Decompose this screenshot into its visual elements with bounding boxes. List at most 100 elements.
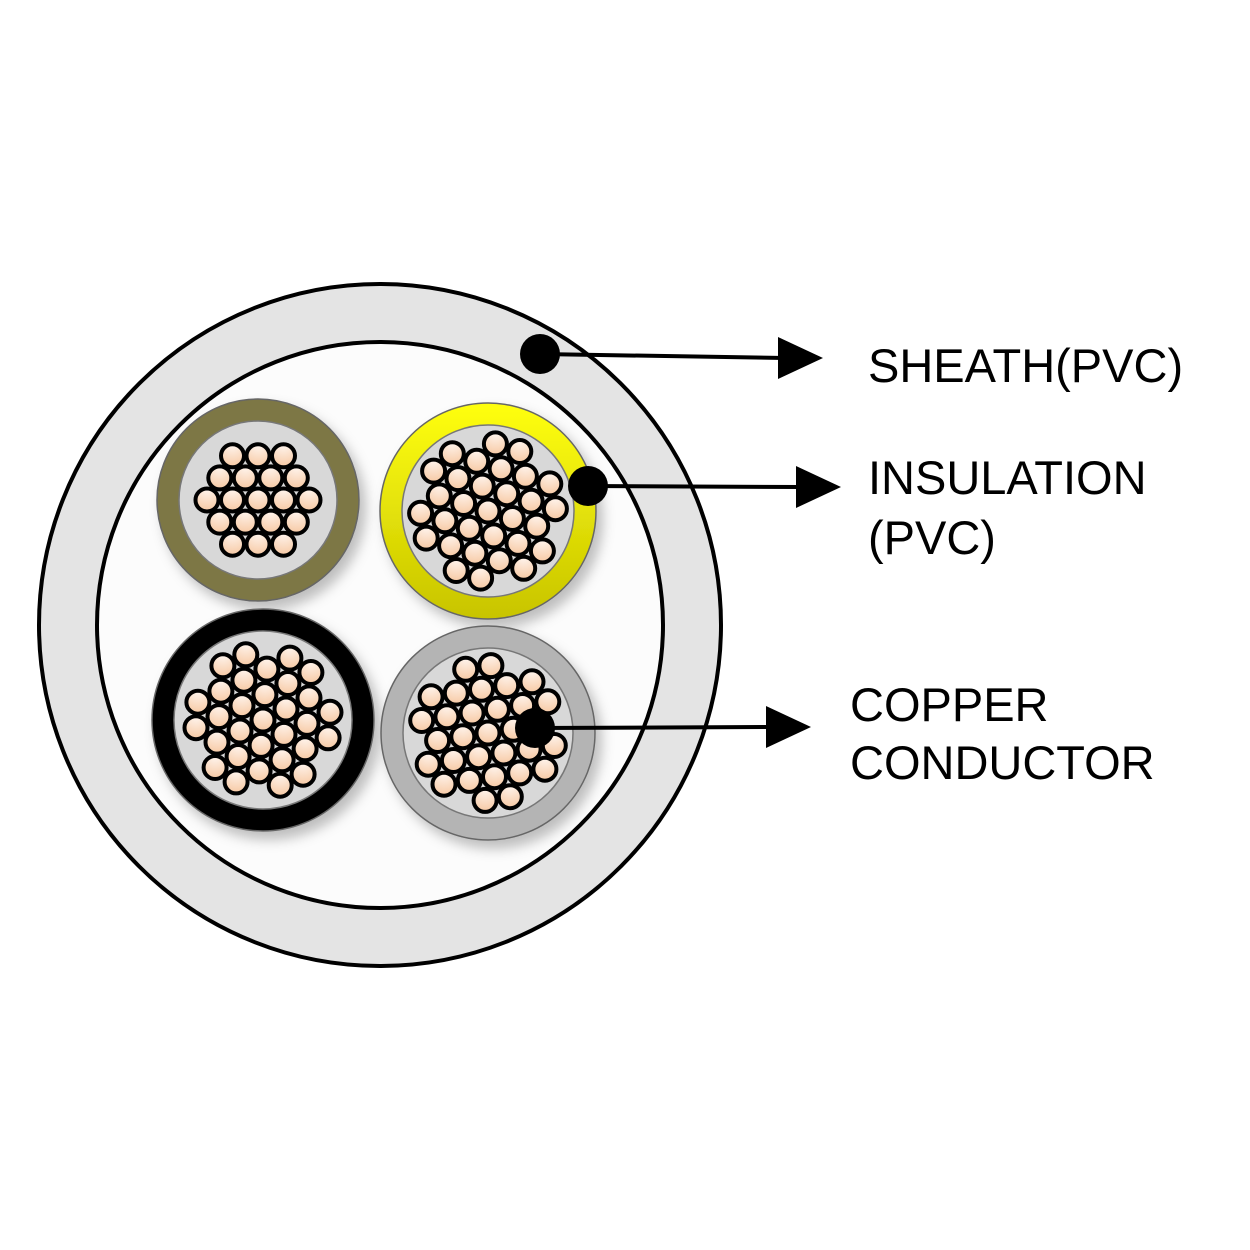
copper-strand	[282, 464, 310, 492]
copper-strand	[270, 530, 297, 558]
copper-strand	[452, 655, 480, 683]
copper-strand	[517, 487, 545, 515]
copper-strand	[465, 743, 493, 771]
copper-strand	[425, 482, 453, 510]
copper-strand	[414, 750, 442, 778]
copper-strand	[487, 455, 515, 483]
copper-strand	[424, 727, 452, 754]
copper-strand	[314, 724, 342, 752]
core-yellow	[379, 402, 597, 620]
copper-strand	[433, 703, 461, 731]
copper-strand	[483, 695, 511, 723]
copper-strand	[498, 505, 526, 532]
copper-strand	[231, 464, 259, 492]
copper-strand	[266, 771, 294, 799]
copper-strand	[232, 641, 260, 669]
core-gray	[380, 625, 596, 841]
label-insulation-pvc: (PVC)	[868, 511, 996, 564]
copper-strand	[274, 670, 302, 697]
copper-strand	[257, 464, 285, 492]
copper-strand	[458, 699, 486, 727]
label-sheath: SHEATH(PVC)	[868, 339, 1184, 392]
copper-strand	[219, 530, 246, 558]
copper-strand	[193, 486, 221, 514]
copper-strand	[439, 747, 467, 774]
copper-strand	[518, 668, 546, 696]
copper-strand	[468, 675, 495, 703]
copper-strand	[477, 652, 505, 680]
copper-strand	[463, 447, 491, 475]
copper-strand	[272, 695, 300, 723]
leader-sheath	[520, 334, 823, 379]
copper-strand	[206, 464, 234, 492]
copper-strand	[206, 508, 234, 536]
copper-strand	[270, 720, 298, 748]
copper-strand	[496, 783, 524, 811]
copper-strand	[442, 679, 470, 707]
copper-strand	[506, 759, 534, 787]
copper-strand	[201, 754, 229, 781]
copper-strand	[209, 652, 237, 680]
copper-strand	[184, 688, 212, 716]
copper-strand	[289, 760, 317, 788]
copper-strand	[467, 564, 495, 592]
copper-strand	[249, 706, 277, 734]
copper-strand	[461, 539, 489, 567]
copper-strand	[219, 442, 246, 470]
copper-strand	[417, 683, 445, 711]
copper-strand	[471, 786, 499, 814]
copper-strand	[297, 659, 325, 686]
copper-strand	[247, 731, 275, 759]
copper-strand	[450, 490, 478, 517]
arrow-head-icon	[766, 706, 811, 748]
copper-strand	[485, 547, 513, 575]
copper-strand	[222, 768, 250, 796]
copper-strand	[468, 472, 496, 500]
copper-strand	[455, 514, 483, 542]
copper-strand	[430, 770, 458, 798]
copper-strand	[493, 480, 521, 508]
copper-strand	[408, 707, 436, 734]
copper-strand	[251, 681, 279, 709]
copper-strand	[490, 739, 518, 767]
copper-strand	[438, 440, 466, 468]
copper-strand	[219, 486, 246, 514]
copper-strand	[437, 532, 465, 560]
copper-strand	[442, 557, 470, 584]
copper-strand	[270, 486, 297, 514]
copper-strand	[244, 486, 272, 514]
copper-strand	[449, 723, 477, 751]
copper-strand	[481, 763, 508, 791]
copper-strand	[541, 495, 569, 523]
copper-strand	[316, 698, 344, 726]
copper-strand	[536, 470, 564, 498]
copper-strand	[231, 508, 259, 536]
core-olive	[156, 398, 360, 602]
copper-strand	[511, 462, 539, 490]
copper-strand	[493, 672, 521, 700]
copper-strand	[205, 703, 233, 731]
leader-conductor	[515, 706, 811, 748]
copper-strand	[431, 507, 459, 535]
arrow-head-icon	[778, 337, 823, 379]
copper-strand	[481, 430, 509, 458]
label-copper: COPPER	[850, 678, 1049, 731]
inner-filler	[95, 340, 665, 910]
copper-strand	[480, 522, 508, 550]
copper-strand	[244, 530, 272, 558]
copper-strand	[531, 755, 559, 783]
copper-strand	[295, 684, 323, 712]
copper-strand	[282, 508, 310, 536]
copper-strand	[474, 497, 502, 525]
copper-strand	[244, 442, 272, 470]
copper-strand	[276, 644, 304, 672]
copper-strand	[510, 554, 538, 582]
copper-strand	[504, 529, 532, 557]
copper-strand	[270, 442, 297, 470]
copper-strand	[444, 465, 472, 493]
copper-strand	[293, 709, 321, 737]
copper-strand	[420, 457, 448, 485]
copper-strand	[257, 508, 285, 536]
copper-strand	[207, 677, 235, 705]
